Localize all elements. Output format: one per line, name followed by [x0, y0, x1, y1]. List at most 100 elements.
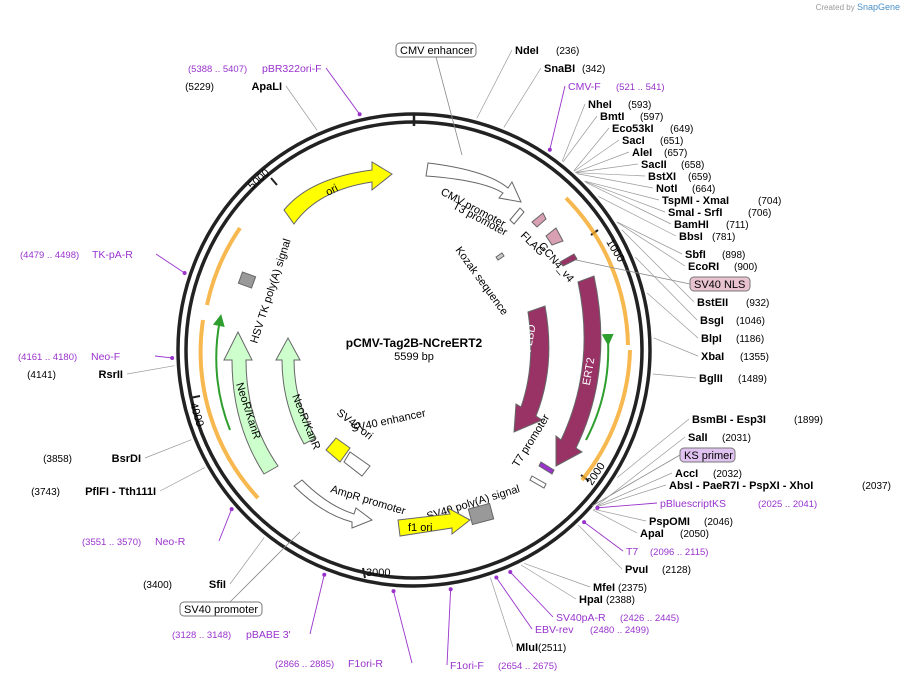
enzyme-name[interactable]: TspMI - XmaI — [662, 195, 729, 207]
ert2-arrow[interactable] — [555, 275, 602, 467]
enzyme-leader-line — [520, 564, 577, 600]
t3-arrow[interactable] — [509, 207, 525, 225]
enzyme-name[interactable]: BsgI — [700, 315, 724, 327]
enzyme-name[interactable]: AleI — [632, 147, 652, 159]
primer-name[interactable]: pBR322ori-F — [262, 63, 322, 75]
hsv-tk-box[interactable] — [237, 271, 257, 289]
cmv-promoter-arrow[interactable] — [425, 162, 522, 203]
enzyme-position: (1046) — [736, 316, 765, 327]
enzyme-name[interactable]: AccI — [675, 468, 698, 480]
enzyme-name[interactable]: ApaLI — [251, 81, 282, 93]
kozak-mark[interactable] — [495, 252, 505, 261]
enzyme-name[interactable]: ApaI — [640, 528, 664, 540]
tick-4000 — [189, 395, 201, 399]
enzyme-position: (2046) — [704, 517, 733, 528]
enzyme-name[interactable]: SalI — [688, 432, 708, 444]
ampr-promoter-arrow[interactable] — [293, 479, 374, 529]
enzyme-name[interactable]: EcoRI — [688, 261, 719, 273]
enzyme-name[interactable]: AbsI - PaeR7I - PspXI - XhoI — [669, 480, 813, 492]
enzyme-position: (704) — [758, 196, 781, 207]
enzyme-name[interactable]: NotI — [656, 183, 677, 195]
enzyme-name[interactable]: SacII — [641, 159, 667, 171]
enzyme-leader-line — [652, 373, 697, 379]
er-lbd-arrow[interactable] — [513, 305, 550, 433]
enzyme-name[interactable]: SbfI — [685, 249, 706, 261]
enzyme-leader-line — [126, 365, 175, 375]
enzyme-leader-line — [476, 49, 513, 119]
primer-name[interactable]: T7 — [626, 546, 638, 558]
primer-range: (3128 .. 3148) — [172, 630, 231, 641]
enzyme-leader-line — [592, 509, 638, 534]
sv40-promoter-tag[interactable]: SV40 promoter — [179, 601, 263, 617]
enzyme-position: (659) — [688, 172, 711, 183]
primer-name[interactable]: F1ori-R — [348, 658, 383, 670]
primer-name[interactable]: Neo-F — [91, 351, 120, 363]
primer-name[interactable]: EBV-rev — [535, 624, 574, 636]
primer-site-mark — [595, 505, 600, 510]
enzyme-name[interactable]: BstEII — [697, 297, 728, 309]
enzyme-name[interactable]: BbsI — [679, 231, 703, 243]
primer-name[interactable]: CMV-F — [568, 81, 601, 93]
primer-name[interactable]: SV40pA-R — [556, 612, 606, 624]
sv40-nls-tag[interactable]: SV40 NLS — [689, 276, 751, 292]
cmv-enhancer-tag[interactable]: CMV enhancer — [395, 42, 477, 58]
enzyme-name[interactable]: SnaBI — [544, 63, 575, 75]
enzyme-name[interactable]: NdeI — [515, 45, 539, 57]
ks-primer-tag[interactable]: KS primer — [679, 447, 736, 463]
primer-name[interactable]: TK-pA-R — [92, 249, 133, 261]
sv40-enhancer-box[interactable] — [343, 451, 371, 477]
enzyme-leader-line — [562, 115, 598, 163]
primer-site-mark — [494, 575, 499, 580]
enzyme-name[interactable]: BlpI — [701, 333, 722, 345]
t7-arrow[interactable] — [529, 475, 547, 489]
primer-name[interactable]: Neo-R — [155, 536, 186, 548]
enzyme-name[interactable]: SfiI — [209, 579, 226, 591]
enzyme-name[interactable]: SacI — [622, 135, 645, 147]
enzyme-name[interactable]: MfeI — [593, 582, 615, 594]
enzyme-name[interactable]: BsmBI - Esp3I — [692, 414, 766, 426]
primer-leader-line — [155, 253, 185, 274]
enzyme-leader-line — [490, 577, 514, 648]
enzyme-name[interactable]: SmaI - SrfI — [668, 207, 722, 219]
t7-mark[interactable] — [538, 461, 555, 475]
enzyme-name[interactable]: HpaI — [579, 594, 603, 606]
enzyme-name[interactable]: BmtI — [600, 111, 624, 123]
nls-box[interactable] — [559, 253, 578, 267]
enzyme-name[interactable]: PflFI - Tth111I — [85, 486, 156, 498]
enzyme-name[interactable]: BglII — [699, 373, 723, 385]
primer-name[interactable]: F1ori-F — [450, 660, 484, 672]
enzyme-leader-line — [144, 439, 192, 459]
enzyme-position: (2050) — [680, 529, 709, 540]
f1-ori-arrow[interactable] — [397, 506, 471, 537]
neor-outer-arrow[interactable] — [223, 330, 279, 475]
tick-5000 — [270, 177, 278, 186]
enzyme-position: (1186) — [736, 334, 764, 345]
enzyme-name[interactable]: MluI — [516, 642, 538, 654]
enzyme-name[interactable]: RsrII — [99, 369, 123, 381]
neor-inner-arrow[interactable] — [275, 336, 317, 445]
sv40-ori-box[interactable] — [325, 437, 351, 463]
flag-box[interactable] — [531, 212, 547, 228]
enzyme-name[interactable]: PspOMI — [649, 516, 690, 528]
enzyme-name[interactable]: BamHI — [674, 219, 709, 231]
ori-label: ori — [324, 182, 340, 198]
enzyme-leader-line — [575, 172, 646, 177]
enzyme-name[interactable]: NheI — [588, 99, 612, 111]
enzyme-name[interactable]: BstXI — [648, 171, 676, 183]
primer-name[interactable]: pBABE 3' — [246, 629, 291, 641]
primer-leader-line — [583, 521, 624, 552]
enzyme-leader-line — [285, 85, 318, 131]
primer-name[interactable]: pBluescriptKS — [660, 498, 726, 510]
ori-arrow[interactable] — [283, 161, 393, 225]
sv40-polya-box[interactable] — [467, 502, 495, 526]
enzyme-name[interactable]: XbaI — [701, 351, 724, 363]
enzyme-position: (898) — [722, 250, 745, 261]
primer-leader-line — [218, 508, 233, 542]
enzyme-name[interactable]: BsrDI — [112, 453, 141, 465]
enzyme-leader-line — [617, 222, 686, 267]
enzyme-position: (593) — [628, 100, 651, 111]
enzyme-name[interactable]: Eco53kI — [612, 123, 654, 135]
gcn4-box[interactable] — [545, 227, 564, 246]
primer-range: (2426 .. 2445) — [620, 613, 679, 624]
enzyme-name[interactable]: PvuI — [625, 564, 648, 576]
